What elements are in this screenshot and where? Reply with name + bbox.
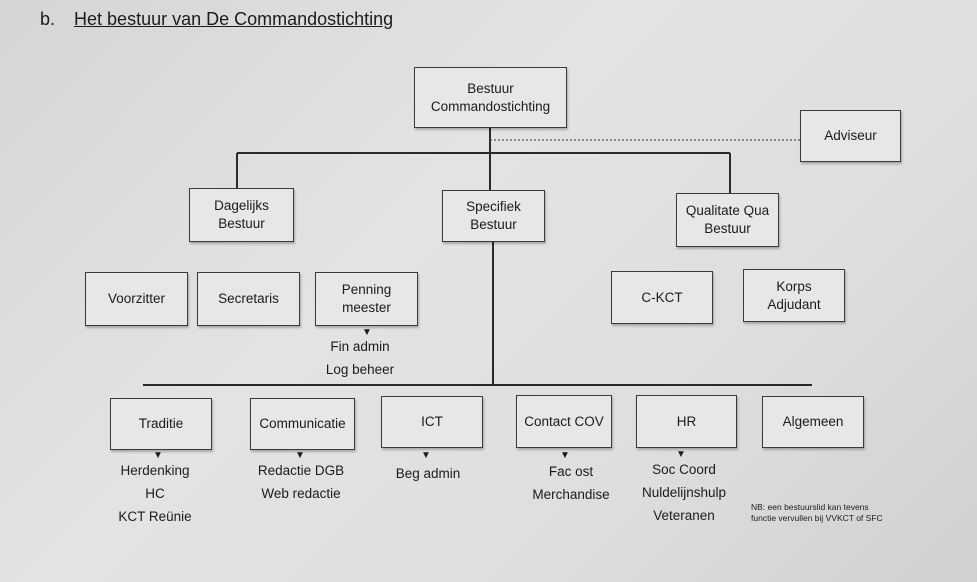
box-dagelijks-bestuur: Dagelijks Bestuur (189, 188, 294, 242)
box-dagelijks-line2: Bestuur (218, 216, 265, 231)
box-specifiek-bestuur: Specifiek Bestuur (442, 190, 545, 242)
box-communicatie-line1: Communicatie (259, 416, 346, 431)
box-penning-line2: meester (342, 300, 391, 315)
footnote-line2: functie vervullen bij VVKCT of SFC (751, 513, 883, 523)
task-item: Nuldelijnshulp (641, 485, 727, 500)
tasks-traditie: Herdenking HC KCT Reünie (118, 459, 191, 528)
task-item: HC (145, 486, 165, 501)
box-hr-line1: HR (676, 413, 697, 429)
box-bestuur: Bestuur Commandostichting (414, 67, 567, 128)
box-bestuur-line2: Commandostichting (430, 98, 551, 114)
arrow-down-icon: ▼ (362, 327, 372, 338)
box-qualitate-line2: Bestuur (704, 221, 751, 236)
box-specifiek-line1: Specifiek (466, 199, 521, 214)
heading-number: b. (40, 9, 56, 29)
box-voorzitter: Voorzitter (85, 272, 188, 326)
task-item: Fin admin (330, 339, 390, 354)
box-adviseur: Adviseur (800, 110, 901, 162)
tasks-hr: Soc Coord Nuldelijnshulp Veteranen (642, 458, 726, 527)
task-item: Merchandise (532, 487, 610, 502)
tasks-contact-cov: Fac ost Merchandise (532, 460, 609, 506)
box-hr: HR (636, 395, 737, 448)
task-item: Herdenking (120, 463, 190, 478)
footnote: NB: een bestuurslid kan tevens functie v… (751, 502, 883, 524)
box-contact-line1: Contact COV (524, 413, 604, 429)
box-korps-adjudant: Korps Adjudant (743, 269, 845, 322)
box-qualitate-qua-bestuur: Qualitate Qua Bestuur (676, 193, 779, 247)
box-korps-line2: Adjudant (767, 296, 821, 312)
tasks-communicatie: Redactie DGB Web redactie (258, 459, 344, 505)
arrow-down-icon: ▼ (676, 449, 686, 460)
task-item: Web redactie (261, 486, 341, 501)
arrow-down-icon: ▼ (421, 450, 431, 461)
box-communicatie: Communicatie (250, 398, 355, 450)
box-algemeen-line1: Algemeen (782, 414, 844, 429)
arrow-down-icon: ▼ (153, 450, 163, 461)
task-item: Log beheer (325, 362, 395, 377)
box-secretaris: Secretaris (197, 272, 300, 326)
task-item: Redactie DGB (257, 463, 345, 478)
box-ict: ICT (381, 396, 483, 448)
page-heading: b. Het bestuur van De Commandostichting (40, 9, 393, 30)
task-item: Beg admin (395, 466, 461, 481)
box-ckct-line1: C-KCT (641, 289, 683, 305)
box-penningmeester: Penning meester (315, 272, 418, 326)
tasks-ict: Beg admin (396, 462, 461, 485)
box-specifiek-line2: Bestuur (470, 217, 517, 232)
box-penning-line1: Penning (341, 282, 392, 297)
heading-title: Het bestuur van De Commandostichting (74, 9, 394, 29)
box-secretaris-line1: Secretaris (218, 291, 279, 306)
task-item: Fac ost (548, 464, 594, 479)
tasks-penning: Fin admin Log beheer (326, 335, 394, 381)
box-algemeen: Algemeen (762, 396, 864, 448)
arrow-down-icon: ▼ (295, 450, 305, 461)
box-voorzitter-line1: Voorzitter (107, 291, 166, 306)
footnote-line1: NB: een bestuurslid kan tevens (751, 502, 869, 512)
box-traditie: Traditie (110, 398, 212, 450)
box-c-kct: C-KCT (611, 271, 713, 324)
box-korps-line1: Korps (776, 278, 812, 294)
box-ict-line1: ICT (421, 414, 443, 429)
box-contact-cov: Contact COV (516, 395, 612, 448)
task-item: Veteranen (653, 508, 715, 523)
box-qualitate-line1: Qualitate Qua (685, 203, 770, 218)
arrow-down-icon: ▼ (560, 450, 570, 461)
task-item: KCT Reünie (118, 509, 192, 524)
box-bestuur-line1: Bestuur (467, 80, 514, 96)
box-adviseur-line1: Adviseur (824, 128, 877, 143)
box-traditie-line1: Traditie (138, 416, 184, 431)
box-dagelijks-line1: Dagelijks (214, 198, 269, 213)
task-item: Soc Coord (652, 462, 716, 477)
